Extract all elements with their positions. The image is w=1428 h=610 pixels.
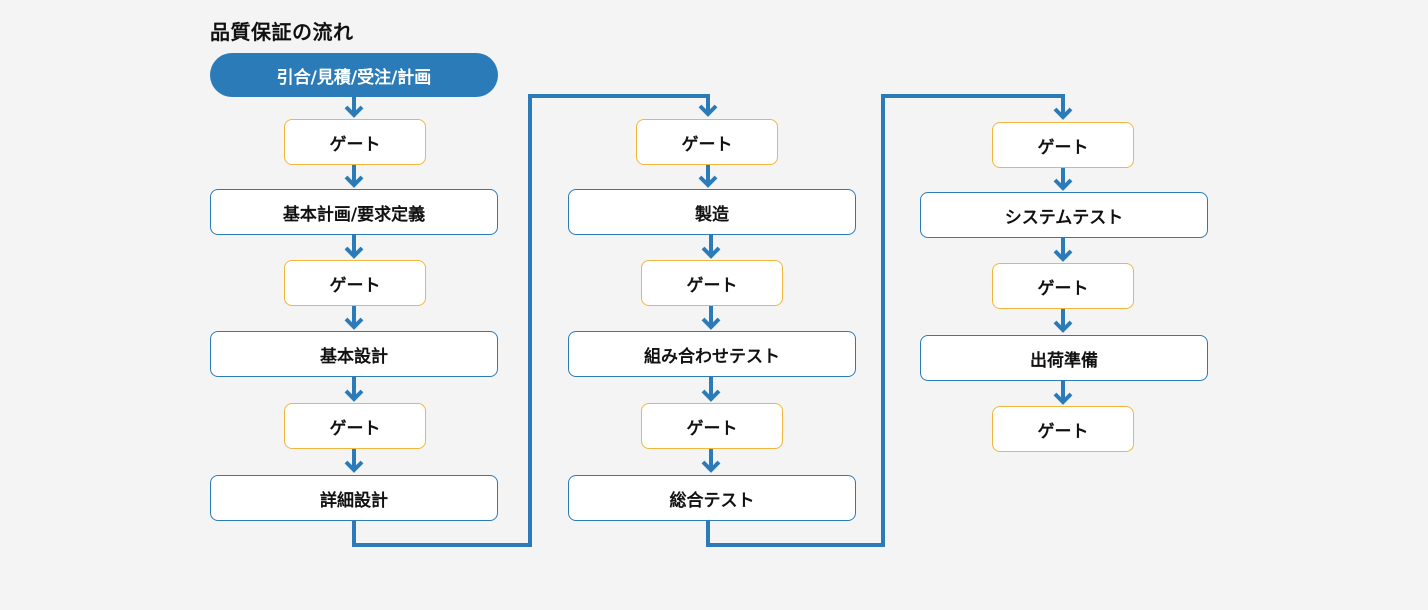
process-node: 詳細設計 <box>210 475 498 521</box>
node-label: 詳細設計 <box>320 490 388 511</box>
arrow-3-3 <box>1053 309 1073 333</box>
arrow-2-4 <box>701 377 721 402</box>
gate-node: ゲート <box>641 260 783 306</box>
column-2-arrows <box>698 164 721 473</box>
arrow-3-4 <box>1053 381 1073 405</box>
node-label: 基本設計 <box>320 346 388 367</box>
gate-node: ゲート <box>992 122 1134 168</box>
node-label: ゲート <box>686 418 738 439</box>
arrow-1-4 <box>344 305 364 330</box>
column-1-arrows <box>344 97 364 473</box>
connector-col2-col3 <box>706 94 1073 547</box>
gate-node: ゲート <box>284 260 426 306</box>
arrow-3-1 <box>1053 167 1073 191</box>
start-node: 引合/見積/受注/計画 <box>210 53 498 97</box>
arrow-3-2 <box>1053 238 1073 262</box>
node-label: ゲート <box>329 275 381 296</box>
gate-node: ゲート <box>284 119 426 165</box>
gate-node: ゲート <box>641 403 783 449</box>
gate-node: ゲート <box>992 406 1134 452</box>
arrow-2-3 <box>701 306 721 330</box>
gate-node: ゲート <box>992 263 1134 309</box>
arrow-2-2 <box>701 235 721 259</box>
gate-node: ゲート <box>284 403 426 449</box>
gate-node: ゲート <box>636 119 778 165</box>
process-node: 製造 <box>568 189 856 235</box>
arrow-1-2 <box>344 164 364 188</box>
node-label: ゲート <box>1037 137 1089 158</box>
process-node: 総合テスト <box>568 475 856 521</box>
connector-col1-col2 <box>352 94 718 547</box>
arrow-2-5 <box>701 448 721 473</box>
process-node: 出荷準備 <box>920 335 1208 381</box>
node-label: ゲート <box>329 418 381 439</box>
process-node: 組み合わせテスト <box>568 331 856 377</box>
node-label: システムテスト <box>1004 207 1124 228</box>
node-label: 基本計画/要求定義 <box>282 204 426 225</box>
arrow-1-6 <box>344 448 364 473</box>
arrow-1-5 <box>344 377 364 402</box>
node-label: ゲート <box>1037 278 1089 299</box>
node-label: ゲート <box>686 275 738 296</box>
node-label: 引合/見積/受注/計画 <box>276 67 432 88</box>
column-3-arrows <box>1053 167 1073 405</box>
process-node: 基本計画/要求定義 <box>210 189 498 235</box>
arrow-1-3 <box>344 235 364 259</box>
node-label: 総合テスト <box>669 490 755 511</box>
node-label: 組み合わせテスト <box>644 346 780 367</box>
diagram-title: 品質保証の流れ <box>210 20 354 44</box>
node-label: 製造 <box>695 204 729 225</box>
node-label: ゲート <box>1037 421 1089 442</box>
process-node: システムテスト <box>920 192 1208 238</box>
node-label: 出荷準備 <box>1030 350 1098 371</box>
node-label: ゲート <box>329 134 381 155</box>
arrow-1-1 <box>344 97 364 118</box>
process-node: 基本設計 <box>210 331 498 377</box>
node-label: ゲート <box>681 134 733 155</box>
arrow-2-1 <box>698 164 718 188</box>
